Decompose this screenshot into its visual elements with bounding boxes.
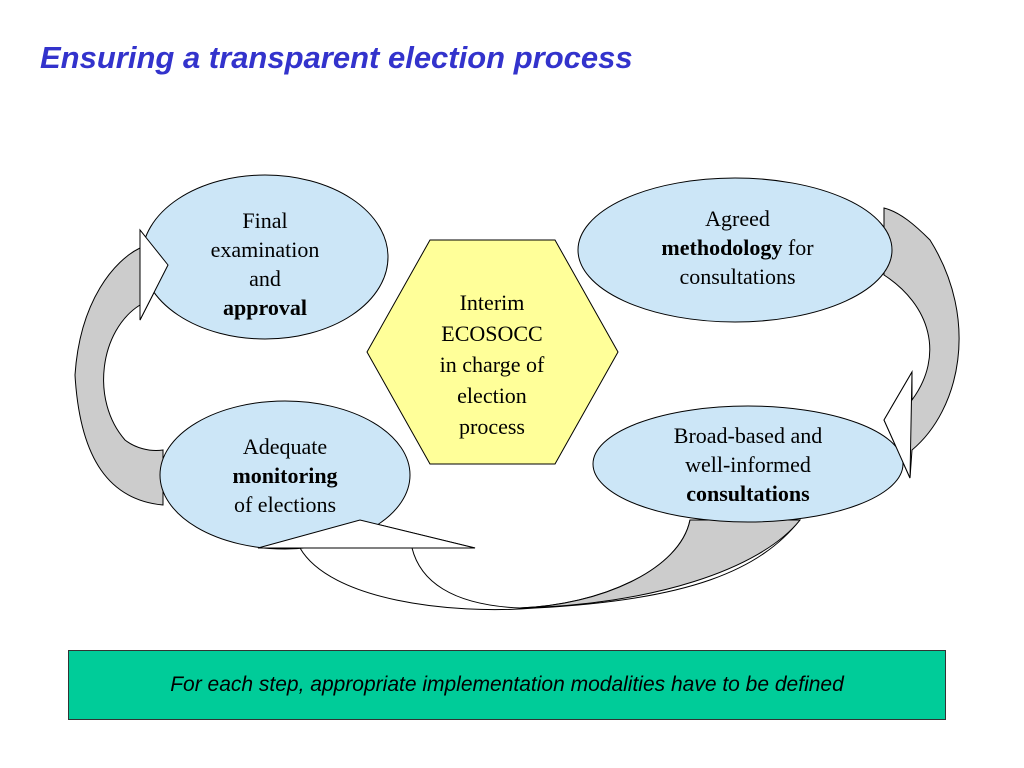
arrowhead-consultations xyxy=(883,370,913,479)
center-hexagon xyxy=(366,239,619,465)
node-consultations xyxy=(592,405,904,523)
node-consultations-line1: Broad-based and xyxy=(673,423,823,448)
node-monitoring-bold: monitoring xyxy=(232,463,338,488)
center-line-5: process xyxy=(459,414,525,439)
center-hexagon-text: Interim ECOSOCC in charge of election pr… xyxy=(412,287,572,442)
node-consultations-line2: well-informed xyxy=(685,452,811,477)
arrowhead-approval xyxy=(139,228,169,321)
node-monitoring-line1: Adequate xyxy=(242,434,328,459)
node-methodology-line3: consultations xyxy=(679,264,796,289)
center-line-3: in charge of xyxy=(439,352,545,377)
node-monitoring-text: Adequate monitoring of elections xyxy=(200,432,370,519)
node-methodology-text: Agreed methodology for consultations xyxy=(610,204,865,291)
footer-note-text: For each step, appropriate implementatio… xyxy=(170,673,844,696)
node-methodology-bold: methodology xyxy=(661,235,783,260)
node-approval-bold: approval xyxy=(223,295,307,320)
center-line-1: Interim xyxy=(459,290,525,315)
node-methodology-line1: Agreed xyxy=(705,206,770,231)
node-approval-text: Final examination and approval xyxy=(180,206,350,322)
node-approval-line1: Final xyxy=(242,208,288,233)
node-approval-line2: examination xyxy=(210,237,320,262)
page-title: Ensuring a transparent election process xyxy=(40,40,633,75)
node-methodology xyxy=(577,177,893,323)
node-monitoring-line3: of elections xyxy=(233,492,337,517)
arrowhead-monitoring xyxy=(257,519,476,549)
node-methodology-suffix: for xyxy=(782,235,814,260)
node-consultations-text: Broad-based and well-informed consultati… xyxy=(628,421,868,508)
arrow-bottom-shade xyxy=(519,519,802,609)
footer-note-box: For each step, appropriate implementatio… xyxy=(68,650,946,720)
node-consultations-bold: consultations xyxy=(686,481,810,506)
center-line-4: election xyxy=(457,383,527,408)
node-approval-line3: and xyxy=(249,266,281,291)
node-monitoring xyxy=(159,400,411,550)
center-line-2: ECOSOCC xyxy=(441,321,543,346)
